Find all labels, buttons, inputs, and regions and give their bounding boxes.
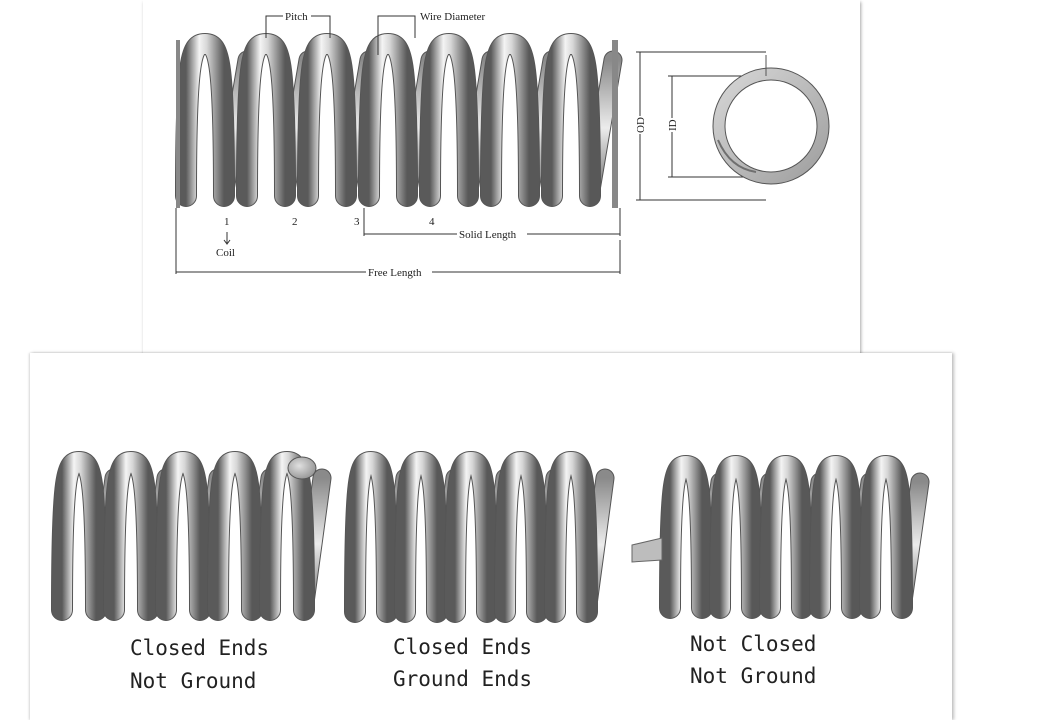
main-spring-end-1 [612, 40, 618, 208]
id-label: ID [667, 119, 679, 131]
coil-label: Coil [216, 247, 235, 259]
not-closed-coil-1 [710, 455, 762, 618]
spring-not-closed-not-ground [631, 454, 930, 619]
main-coil-1 [237, 33, 295, 206]
main-coil-4 [420, 33, 478, 206]
closed-ground-coil-1 [395, 451, 447, 622]
closed-not-ground-coil-2 [156, 451, 210, 620]
closed-ground-coil-3 [495, 451, 547, 622]
solid-length-label: Solid Length [459, 229, 517, 241]
caption-closed-ground-line2: Ground Ends [393, 667, 532, 691]
main-coil-3 [359, 33, 417, 206]
main-coil-5 [481, 33, 539, 206]
main-spring-end-0 [176, 40, 180, 208]
od-label: OD [635, 117, 647, 133]
coil-number-4: 4 [429, 216, 435, 228]
closed-not-ground-coil-0 [52, 451, 106, 620]
free-length-label: Free Length [368, 267, 422, 279]
compression-spring-side-view [175, 32, 623, 208]
caption-closed-not-ground-line2: Not Ground [130, 669, 256, 693]
coil-number-1: 1 [224, 216, 230, 228]
not-closed-coil-2 [760, 455, 812, 618]
main-coil-0 [176, 33, 234, 206]
caption-closed-not-ground-line1: Closed Ends [130, 636, 269, 660]
closed-not-ground-coil-1 [104, 451, 158, 620]
spring-closed-ends-ground-ends [344, 450, 615, 623]
wire-diameter-label: Wire Diameter [420, 11, 486, 23]
caption-not-closed-line2: Not Ground [690, 664, 816, 688]
spring-end-view-ring [712, 55, 830, 185]
coil-number-3: 3 [354, 216, 360, 228]
closed-ground-coil-2 [445, 451, 497, 622]
wire-cross-section-cap [287, 456, 317, 480]
main-coil-6 [542, 33, 600, 206]
not-closed-coil-3 [810, 455, 862, 618]
closed-ground-coil-4 [545, 451, 597, 622]
pitch-label: Pitch [285, 11, 308, 23]
not-closed-coil-0 [660, 455, 712, 618]
caption-closed-ground-line1: Closed Ends [393, 635, 532, 659]
closed-not-ground-coil-3 [208, 451, 262, 620]
main-coil-2 [298, 33, 356, 206]
closed-ground-coil-0 [345, 451, 397, 622]
caption-not-closed-line1: Not Closed [690, 632, 816, 656]
not-closed-coil-4 [860, 455, 912, 618]
closed-not-ground-coil-4 [260, 451, 314, 620]
spring-closed-ends-not-ground [51, 450, 332, 621]
open-wire-end [631, 537, 663, 563]
coil-number-2: 2 [292, 216, 298, 228]
